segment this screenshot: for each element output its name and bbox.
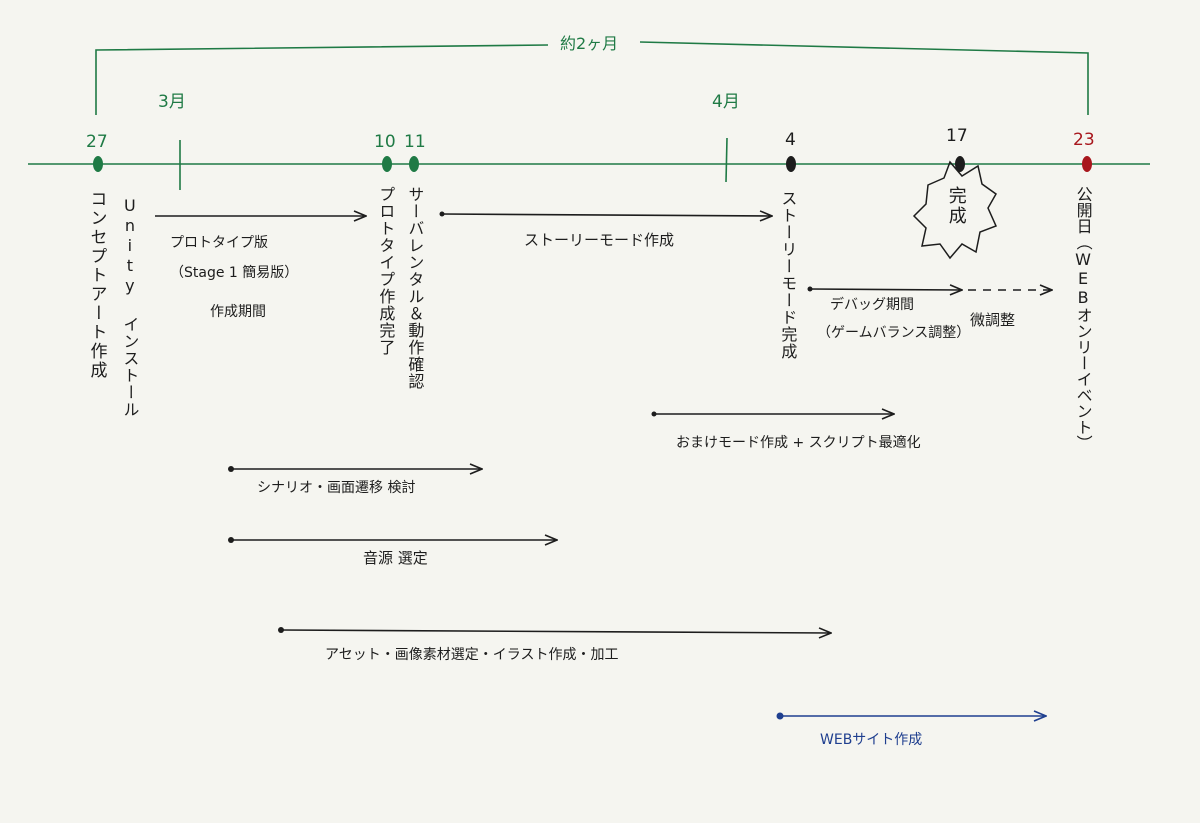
dot-23 [1082, 156, 1092, 172]
complete-badge: 完成 [945, 186, 967, 226]
complete-starburst [912, 160, 998, 260]
milestone-server-rental: サーバレンタル＆動作確認 [405, 186, 425, 390]
milestone-concept-art: コンセプトアート作成 [86, 190, 107, 380]
date-4: 4 [785, 130, 796, 150]
dot-4 [786, 156, 796, 172]
date-17: 17 [946, 126, 968, 146]
dot-10 [382, 156, 392, 172]
task-sound: 音源 選定 [363, 549, 428, 567]
milestone-story-done: ストーリーモード完成 [778, 190, 798, 360]
task-story-mode: ストーリーモード作成 [524, 231, 675, 249]
tick-april [725, 137, 728, 183]
arrow-assets [280, 630, 831, 633]
task-bonus-mode: おまけモード作成 + スクリプト最適化 [676, 435, 921, 451]
span-bracket [95, 41, 1089, 115]
arrow-debug [809, 289, 962, 290]
arrow-story [441, 214, 772, 216]
month-march: 3月 [158, 92, 186, 112]
month-april: 4月 [712, 92, 740, 112]
dot-27 [93, 156, 103, 172]
date-10: 10 [374, 132, 396, 152]
task-debug-line2: （ゲームバランス調整） [817, 325, 971, 341]
date-27: 27 [86, 132, 108, 152]
task-scenario: シナリオ・画面遷移 検討 [257, 480, 416, 496]
task-website: WEBサイト作成 [820, 732, 923, 748]
dot-17 [955, 156, 965, 172]
date-23: 23 [1073, 130, 1095, 150]
date-11: 11 [404, 132, 426, 152]
task-assets: アセット・画像素材選定・イラスト作成・加工 [325, 647, 619, 663]
milestone-unity-install: Unity インストール [120, 196, 140, 418]
span-label: 約2ヶ月 [560, 34, 619, 53]
task-fine-tune: 微調整 [970, 311, 1016, 329]
milestone-release: 公開日（WEBオンリーイベント） [1073, 186, 1093, 451]
task-prototype-line1: プロトタイプ版 [170, 235, 268, 251]
task-debug-line1: デバッグ期間 [830, 297, 914, 313]
task-prototype-line2: （Stage 1 簡易版） [170, 265, 299, 281]
task-prototype-line3: 作成期間 [210, 304, 266, 320]
milestone-prototype-done: プロトタイプ作成完了 [376, 186, 396, 356]
dot-11 [409, 156, 419, 172]
